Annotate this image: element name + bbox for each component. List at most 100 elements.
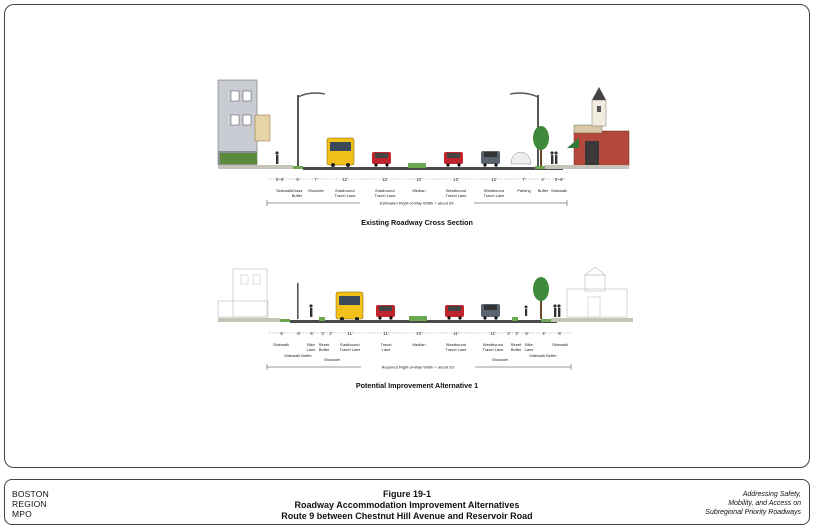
ground-surface-alt [218,316,633,323]
alt-lane-width-12: 5' [525,331,528,336]
lane-label-1: Buffer [292,193,303,198]
alt-lane-width-14: 6' [558,331,561,336]
lane-label-5: Median [412,188,425,193]
alt-lane-width-11: 3' [515,331,518,336]
car-red-westbound-alt [445,305,464,320]
existing-row-width-label: Estimated Right-of-Way Width = about 93' [380,201,455,206]
alt-lane-label-10: Sidewalk [552,342,568,347]
lane-width-1: 6' [296,177,299,182]
lane-width-5: 10' [416,177,422,182]
ground-surface [218,163,629,170]
alt-lane-width-8: 11' [453,331,458,336]
car-red-eastbound-alt [376,305,395,320]
alt-lane-width-1: 6' [297,331,300,336]
lane-width-0: 5'–6' [276,177,285,182]
alt-lower-label-0: Sidewalk Buffer [284,353,312,358]
pedestrian-left-alt [309,304,313,317]
lane-label-6: Travel Lane [446,193,468,198]
alt-lane-width-4: 2' [329,331,332,336]
alt-lane-label-4: Travel [381,342,392,347]
alternative-row-width: Required Right-of-Way Width = about 93' [266,363,572,370]
car-red-westbound [444,152,463,167]
alt-lane-width-10: 2' [507,331,510,336]
lane-label-0: Sidewalk [276,188,292,193]
alt-lane-label-0: Sidewalk [273,342,289,347]
alternative-section-title: Potential Improvement Alternative 1 [356,381,478,390]
school-bus-alt [335,291,364,321]
lane-label-4: Eastbound [375,188,394,193]
figure-caption: Figure 19-1 Roadway Accommodation Improv… [5,489,809,522]
car-gray-westbound-alt [481,304,500,320]
lane-label-10: Sidewalk [551,188,567,193]
diagram-panel: 5'–6'6'7'12'12'10'12'12'7'4'5'–8' Sidewa… [4,4,810,468]
alt-lane-width-6: 11' [383,331,388,336]
lane-label-3: Eastbound [335,188,354,193]
existing-lane-widths: 5'–6'6'7'12'12'10'12'12'7'4'5'–8' [276,177,564,182]
alternative-lane-widths: 6' 6' 5' 3' 2' 11' 11' 10' 11' 11' 2' 3' 5' 4' 6' [280,331,561,336]
existing-row-width: Estimated Right-of-Way Width = about 93' [266,199,568,206]
alternative-cross-section: 6' 6' 5' 3' 2' 11' 11' 10' 11' 11' 2' 3' 5' 4' 6' Side… [217,266,633,390]
alt-lane-label-3: Travel Lane [340,347,362,352]
alt-lane-label-3: Eastbound [340,342,359,347]
figure-subtitle: Route 9 between Chestnut Hill Avenue and… [281,511,533,521]
lane-label-7: Westbound [484,188,504,193]
alt-lane-label-6: Westbound [446,342,466,347]
lane-label-9: Buffer [538,188,549,193]
alt-lane-label-9: Bike [525,342,534,347]
car-gray-westbound [481,151,500,167]
lane-width-7: 12' [491,177,497,182]
alt-lane-width-3: 3' [321,331,324,336]
alt-lower-label-1: Shoulder [324,357,341,362]
alt-lane-label-6: Travel Lane [446,347,468,352]
alt-lane-width-2: 5' [310,331,313,336]
lane-label-1: Grass [292,188,303,193]
alt-lane-label-1: Lane [307,347,317,352]
right-building-outline [566,266,628,318]
alt-lane-label-9: Lane [525,347,535,352]
right-brick-building-illustration [567,87,630,167]
alt-lane-label-7: Travel Lane [483,347,505,352]
pedestrian-left [275,151,279,164]
report-title: Addressing Safety, Mobility, and Access … [705,491,801,516]
alt-lane-width-0: 6' [280,331,283,336]
pedestrian-right-pair [550,151,558,164]
alt-lane-width-7: 10' [416,331,422,336]
lane-label-8: Parking [517,188,531,193]
alt-lane-label-7: Westbound [483,342,503,347]
parked-car-white [510,151,532,165]
alt-lane-width-9: 11' [490,331,495,336]
alt-lane-label-1: Bike [307,342,316,347]
existing-cross-section: 5'–6'6'7'12'12'10'12'12'7'4'5'–8' Sidewa… [217,79,630,227]
lane-width-2: 7' [314,177,317,182]
alt-lane-label-8: Buffer [511,347,522,352]
alt-lower-label-2: Shoulder [492,357,509,362]
footer-panel: BOSTON REGION MPO Figure 19-1 Roadway Ac… [4,479,810,525]
alt-lane-width-13: 4' [542,331,545,336]
org-name: BOSTON REGION MPO [12,489,49,519]
tree-right [533,126,549,167]
car-red-eastbound [372,152,391,167]
pedestrian-right-pair-alt [553,304,561,317]
lane-width-3: 12' [342,177,348,182]
lane-width-4: 12' [382,177,388,182]
street-light-left [297,92,326,167]
alternative-row-width-label: Required Right-of-Way Width = about 93' [382,365,455,370]
alt-lane-label-5: Median [412,342,425,347]
alt-lower-label-3: Sidewalk Buffer [529,353,557,358]
alt-lane-width-5: 11' [347,331,352,336]
alt-lane-label-2: Street [319,342,331,347]
school-bus [326,137,355,167]
figure-title: Roadway Accommodation Improvement Altern… [294,500,520,510]
lane-width-9: 4' [541,177,544,182]
alt-lane-label-8: Street [511,342,523,347]
pole-left [297,283,299,319]
left-house-illustration [217,79,271,166]
existing-section-title: Existing Roadway Cross Section [361,218,473,227]
cross-sections-figure: 5'–6'6'7'12'12'10'12'12'7'4'5'–8' Sidewa… [217,79,633,390]
alt-lane-label-4: Lane [382,347,392,352]
lane-label-7: Travel Lane [484,193,506,198]
alt-lane-label-2: Buffer [319,347,330,352]
